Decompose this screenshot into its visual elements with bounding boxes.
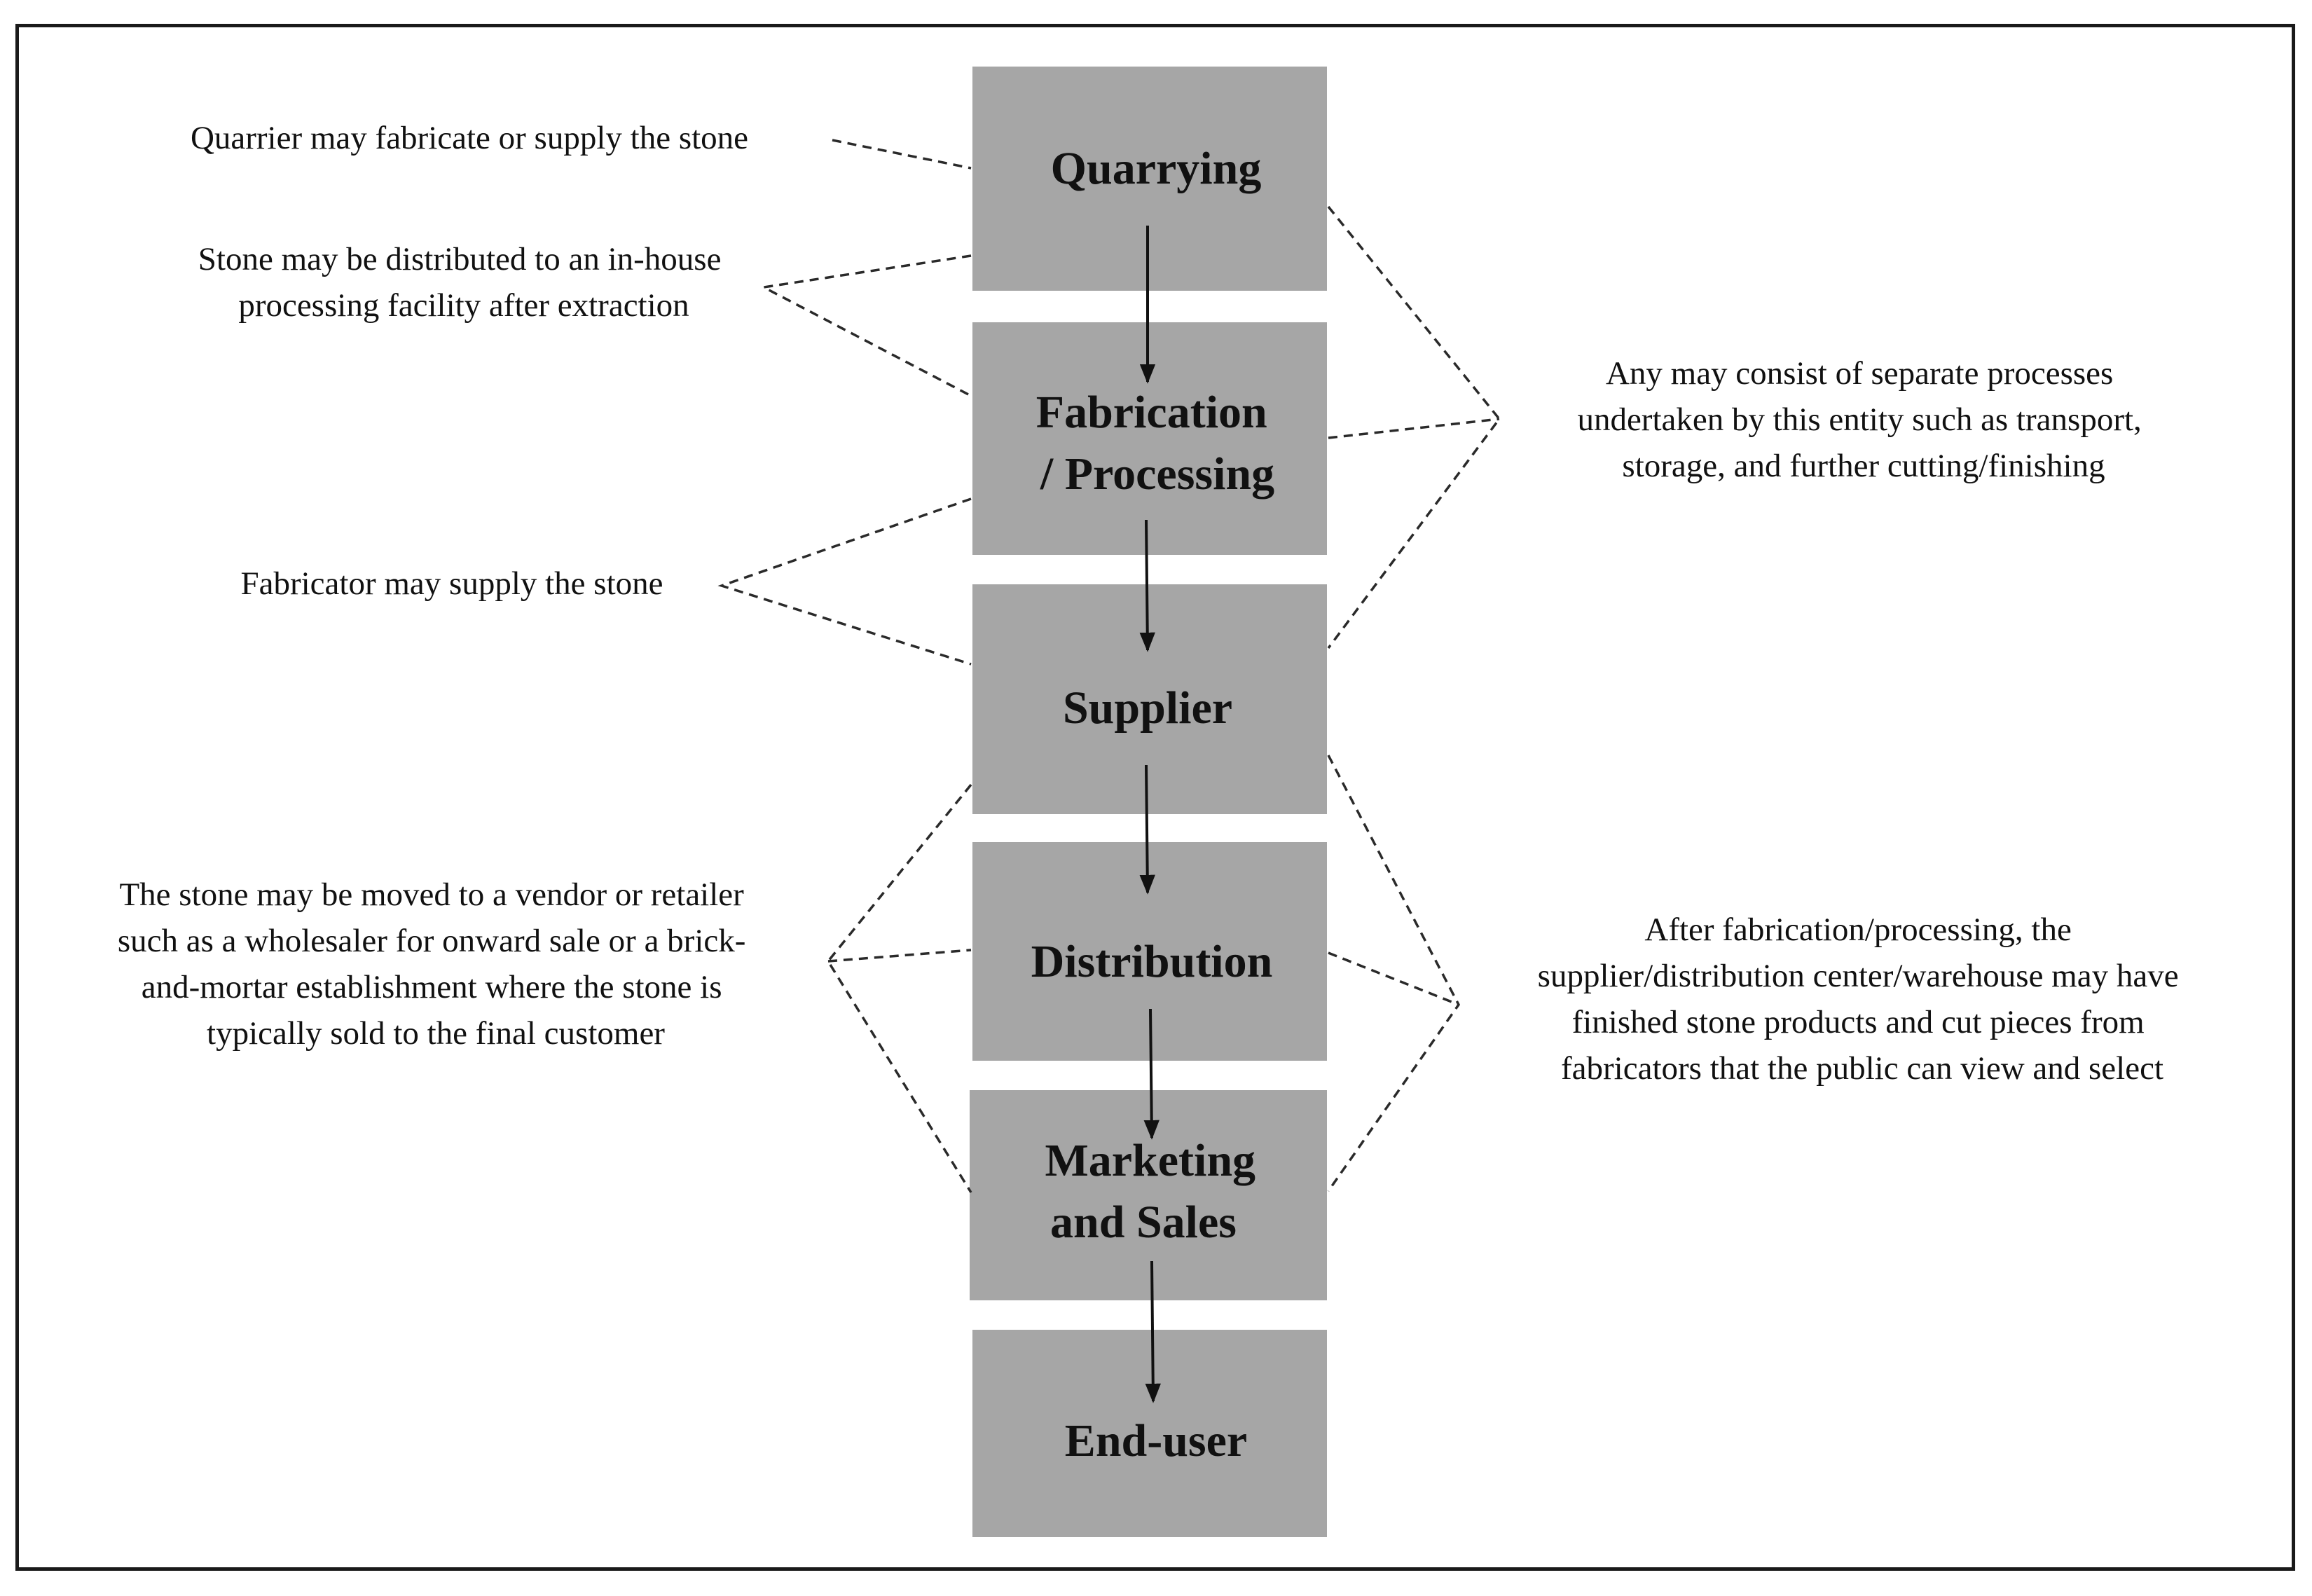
note-line: finished stone products and cut pieces f… bbox=[1572, 1004, 2145, 1040]
stage-label-line: Distribution bbox=[1031, 936, 1273, 987]
connector-in-house-note bbox=[759, 254, 972, 397]
note-line: Quarrier may fabricate or supply the sto… bbox=[191, 120, 748, 156]
connector-vendor-distribution bbox=[827, 949, 972, 963]
stage-label-line: Quarrying bbox=[1051, 143, 1262, 194]
connector-separate-fabrication bbox=[1328, 418, 1500, 439]
stage-labels: Quarrying Fabrication / Processing Suppl… bbox=[1031, 143, 1279, 1466]
stage-box-supplier bbox=[972, 584, 1327, 814]
stage-label-line: and Sales bbox=[1050, 1197, 1237, 1248]
note-after: After fabrication/processing, the suppli… bbox=[1538, 911, 2187, 1087]
note-line: processing facility after extraction bbox=[238, 287, 689, 324]
stage-label-line: Fabrication bbox=[1036, 387, 1267, 438]
stage-label-fabrication: Fabrication / Processing bbox=[1036, 387, 1279, 500]
connector-separate-note bbox=[1327, 205, 1501, 649]
note-vendor: The stone may be moved to a vendor or re… bbox=[118, 876, 754, 1052]
stage-label-line: Supplier bbox=[1063, 682, 1232, 734]
note-line: After fabrication/processing, the bbox=[1644, 911, 2071, 948]
note-fabricator: Fabricator may supply the stone bbox=[240, 565, 663, 602]
stage-label-distribution: Distribution bbox=[1031, 936, 1273, 987]
arrow-marketing-to-end-user bbox=[1145, 1260, 1161, 1403]
connector-after-note bbox=[1327, 755, 1461, 1192]
note-line: Stone may be distributed to an in-house bbox=[198, 241, 722, 277]
note-line: Any may consist of separate processes bbox=[1606, 355, 2113, 392]
note-line: Fabricator may supply the stone bbox=[240, 565, 663, 602]
stage-label-end-user: End-user bbox=[1065, 1415, 1247, 1466]
note-quarrier: Quarrier may fabricate or supply the sto… bbox=[191, 120, 748, 156]
note-separate: Any may consist of separate processes un… bbox=[1577, 355, 2149, 484]
stage-label-marketing: Marketing and Sales bbox=[1045, 1135, 1267, 1248]
note-line: The stone may be moved to a vendor or re… bbox=[119, 876, 744, 913]
note-line: typically sold to the final customer bbox=[207, 1015, 665, 1052]
stage-box-end-user bbox=[972, 1330, 1327, 1537]
arrow-supplier-to-distribution bbox=[1139, 764, 1155, 895]
stage-box-marketing bbox=[970, 1090, 1327, 1300]
connector-after-distribution bbox=[1328, 951, 1459, 1006]
stage-label-line: Marketing bbox=[1045, 1135, 1255, 1186]
flow-arrows bbox=[1139, 226, 1161, 1403]
note-line: storage, and further cutting/finishing bbox=[1622, 448, 2105, 484]
note-line: undertaken by this entity such as transp… bbox=[1577, 401, 2141, 438]
note-line: fabricators that the public can view and… bbox=[1561, 1050, 2163, 1087]
dashed-connectors bbox=[717, 139, 1501, 1193]
stage-label-line: / Processing bbox=[1040, 448, 1274, 500]
stage-label-line: End-user bbox=[1065, 1415, 1247, 1466]
stage-box-fabrication bbox=[972, 322, 1327, 555]
stage-box-quarrying bbox=[972, 67, 1327, 291]
arrow-fabrication-to-supplier bbox=[1139, 519, 1155, 652]
annotation-notes: Quarrier may fabricate or supply the sto… bbox=[118, 120, 2187, 1087]
note-in-house: Stone may be distributed to an in-house … bbox=[198, 241, 729, 324]
note-line: supplier/distribution center/warehouse m… bbox=[1538, 958, 2179, 994]
note-line: such as a wholesaler for onward sale or … bbox=[118, 923, 746, 959]
connector-quarrier-note bbox=[832, 139, 972, 170]
stage-label-supplier: Supplier bbox=[1063, 682, 1232, 734]
connector-vendor-note bbox=[826, 783, 972, 1193]
stage-label-quarrying: Quarrying bbox=[1051, 143, 1262, 194]
arrow-distribution-to-marketing bbox=[1143, 1008, 1160, 1140]
connector-fabricator-note bbox=[717, 497, 972, 666]
note-line: and-mortar establishment where the stone… bbox=[142, 969, 722, 1005]
